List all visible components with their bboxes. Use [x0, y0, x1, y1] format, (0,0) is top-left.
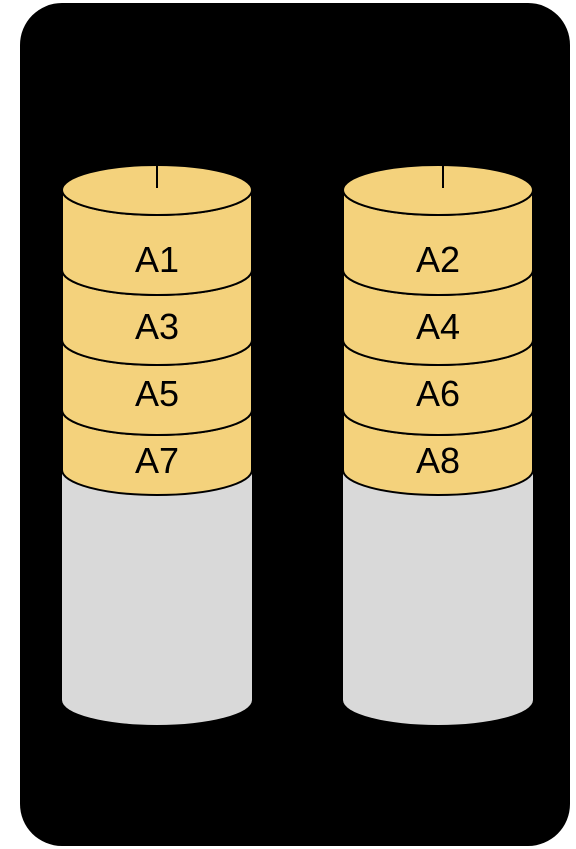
disk-1-empty-space: [62, 470, 252, 725]
disk-2-top: [342, 164, 534, 216]
disk-1-block-3-label: A5: [135, 373, 179, 414]
disk-1-block-2-label: A3: [135, 306, 179, 347]
disk-2-block-2-label: A4: [416, 306, 460, 347]
disk-2-block-3: A6: [342, 339, 534, 436]
disk-2: A8 A6 A4 A2: [342, 158, 534, 725]
disk-2-block-1-label: A2: [416, 239, 460, 280]
disk-2-empty-space: [343, 470, 533, 725]
disk-2-block-4-label: A8: [416, 440, 460, 481]
disk-1-block-1: A1: [61, 189, 253, 296]
disk-1: A7 A5 A3 A1: [61, 158, 253, 725]
disk-1-block-4-label: A7: [135, 440, 179, 481]
disk-2-block-3-label: A6: [416, 373, 460, 414]
disk-1-block-2: A3: [61, 269, 253, 366]
disk-1-block-1-label: A1: [135, 239, 179, 280]
disk-1-block-4: A7: [61, 409, 253, 496]
